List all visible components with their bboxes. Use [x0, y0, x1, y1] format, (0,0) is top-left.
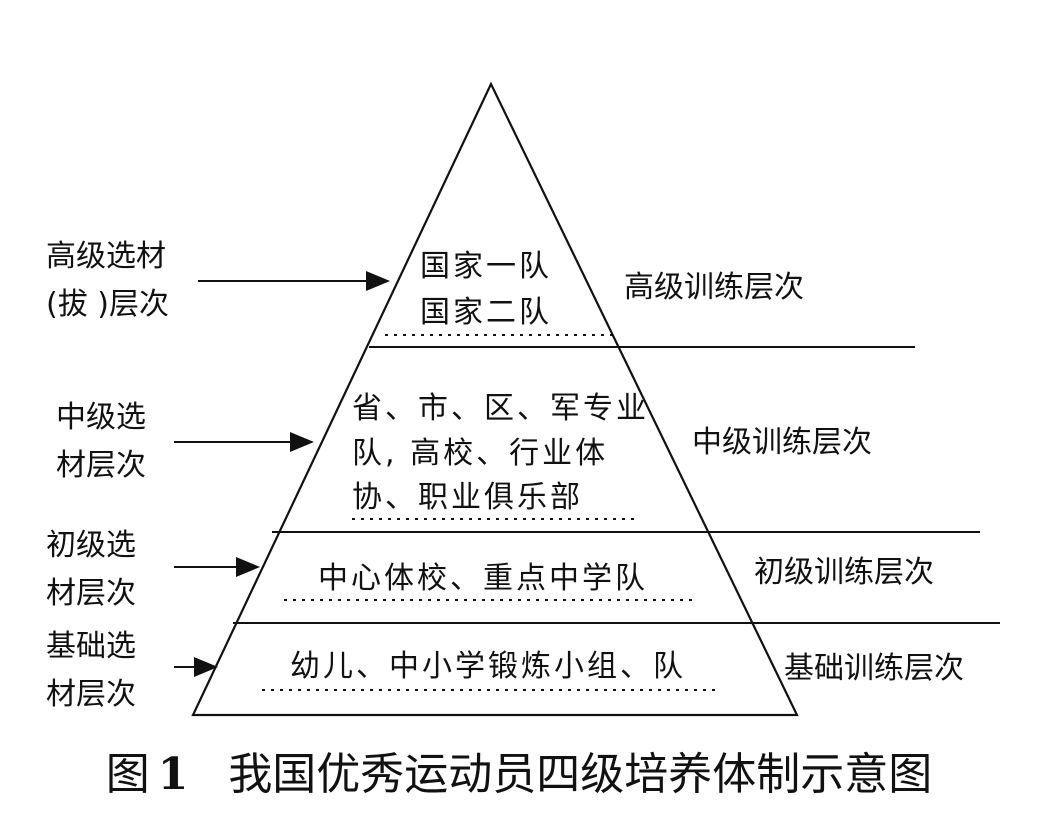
- pyramid-diagram: 高级选材 (拔 )层次 中级选 材层次 初级选 材层次 基础选 材层次 国家一队…: [46, 81, 1000, 717]
- caption-number: 1: [157, 749, 189, 800]
- right-label-junior: 初级训练层次: [754, 555, 934, 590]
- left-label-basic-line2: 材层次: [46, 677, 136, 712]
- tier-second-line3: 协、职业俱乐部: [352, 480, 583, 515]
- left-label-junior-line1: 初级选: [46, 528, 136, 563]
- left-label-intermediate-line1: 中级选: [56, 400, 146, 435]
- tier-third-line1: 中心体校、重点中学队: [318, 561, 648, 596]
- left-label-junior-line2: 材层次: [46, 576, 136, 611]
- pyramid-outline: [191, 81, 799, 717]
- right-label-intermediate: 中级训练层次: [692, 425, 872, 460]
- left-label-intermediate-line2: 材层次: [56, 448, 146, 483]
- caption-prefix: 图: [105, 749, 150, 800]
- tier-top-line2: 国家二队: [420, 295, 552, 330]
- left-label-advanced-line2: (拔 )层次: [46, 287, 169, 322]
- right-label-basic: 基础训练层次: [784, 651, 964, 686]
- tier-bottom-line1: 幼儿、中小学锻炼小组、队: [290, 649, 686, 684]
- right-label-advanced: 高级训练层次: [624, 270, 804, 305]
- tier-top-line1: 国家一队: [420, 249, 552, 284]
- tier-second-line1: 省、市、区、军专业: [352, 391, 649, 426]
- caption-text: 我国优秀运动员四级培养体制示意图: [228, 749, 933, 800]
- left-label-basic-line1: 基础选: [46, 629, 136, 664]
- tier-second-line2: 队, 高校、行业体: [352, 436, 608, 471]
- left-label-advanced-line1: 高级选材: [46, 239, 166, 274]
